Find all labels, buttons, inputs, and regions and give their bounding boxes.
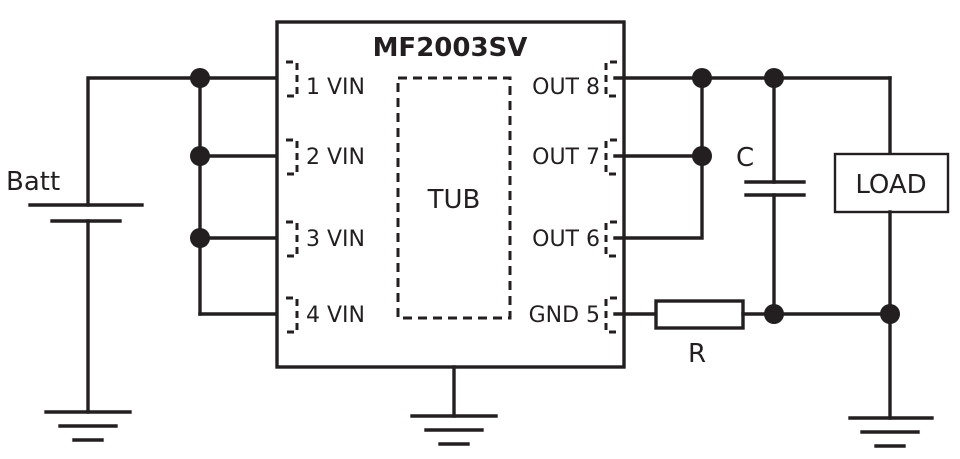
- resistor: [613, 299, 892, 330]
- resistor-label: R: [688, 339, 706, 369]
- pin-7-label: OUT 7: [532, 145, 600, 170]
- battery: [28, 76, 202, 414]
- junction-dot: [190, 228, 210, 248]
- chip-title: MF2003SV: [373, 33, 528, 63]
- pin-4-label: 4 VIN: [306, 303, 365, 328]
- junction-dot: [692, 68, 712, 88]
- junction-dot: [190, 146, 210, 166]
- left-pin-markers: [286, 60, 299, 334]
- battery-label: Batt: [6, 167, 60, 197]
- junction-dot: [764, 304, 784, 324]
- pin-2-label: 2 VIN: [306, 145, 365, 170]
- junction-dot: [190, 68, 210, 88]
- ground-symbol-load: [848, 416, 934, 448]
- pin-1-label: 1 VIN: [306, 75, 365, 100]
- vin-bus: [198, 76, 290, 316]
- tub-area: [396, 76, 512, 320]
- load-label: LOAD: [855, 170, 926, 200]
- capacitor: [744, 76, 806, 316]
- capacitor-label: C: [736, 143, 754, 173]
- out-bus: [613, 76, 892, 240]
- tub-ground-wire: [410, 365, 498, 446]
- tub-label: TUB: [427, 185, 481, 215]
- pin-8-label: OUT 8: [532, 75, 600, 100]
- right-pin-markers: [604, 60, 617, 334]
- pin-3-label: 3 VIN: [306, 227, 365, 252]
- junction-dot: [692, 146, 712, 166]
- load: [833, 76, 950, 420]
- ground-symbol-battery: [44, 410, 132, 442]
- pin-6-label: OUT 6: [532, 227, 600, 252]
- pin-5-label: GND 5: [529, 303, 600, 328]
